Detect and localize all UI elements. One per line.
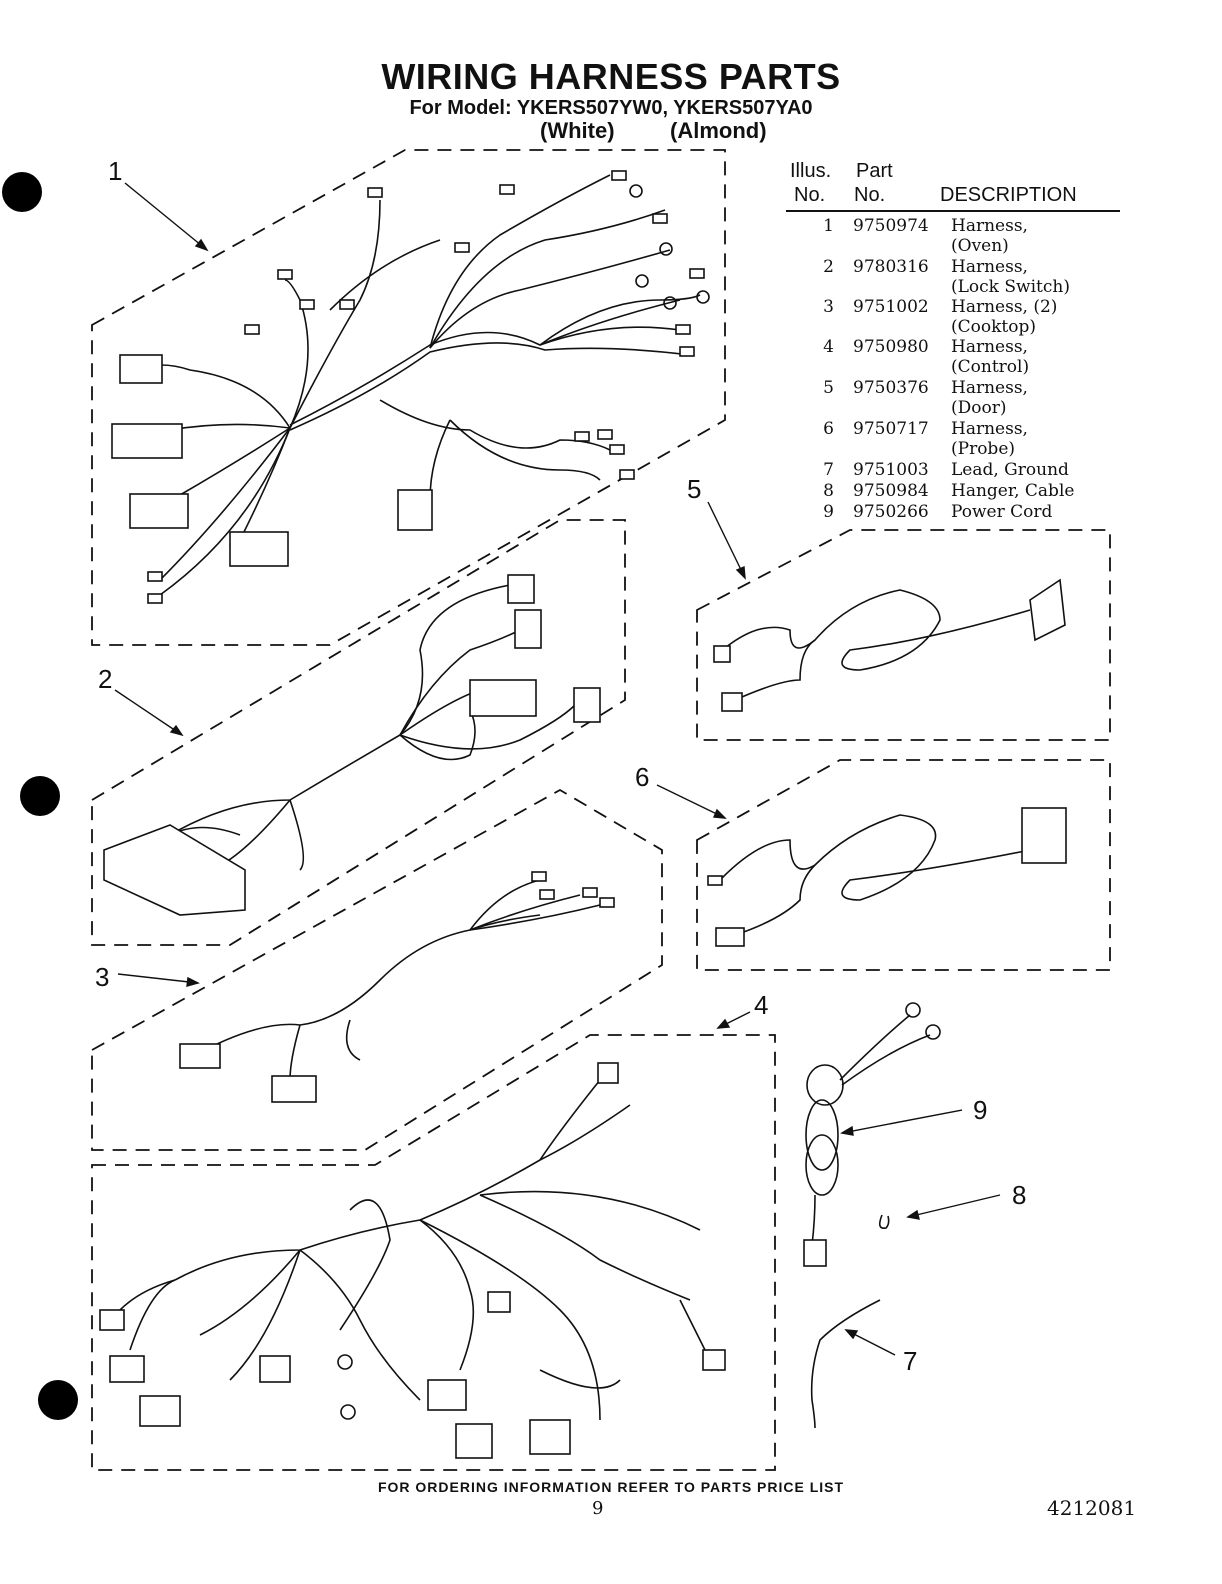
part-description: Hanger, Cable <box>951 481 1075 501</box>
part-number: 9750984 <box>853 481 929 501</box>
part-description: Harness, <box>951 419 1028 439</box>
harness-lock-switch-drawing <box>103 574 601 916</box>
part-number: 9750717 <box>853 419 929 439</box>
illus-number: 2 <box>823 257 834 277</box>
callout-leaders <box>114 182 1001 1356</box>
part-description-detail: (Control) <box>951 357 1030 377</box>
illus-number: 8 <box>823 481 834 501</box>
part-description-detail: (Probe) <box>951 439 1016 459</box>
callout-3: 3 <box>95 962 110 992</box>
part-number: 9751002 <box>853 297 929 317</box>
illus-number: 3 <box>823 297 834 317</box>
callout-2: 2 <box>98 664 113 694</box>
harness-control-drawing <box>99 1062 726 1459</box>
part-number: 9751003 <box>853 460 929 480</box>
punch-hole-icon <box>20 776 60 816</box>
part-description: Harness, <box>951 378 1028 398</box>
parts-table: Illus. No. Part No. DESCRIPTION 1 975097… <box>786 160 1120 522</box>
table-row: 2 9780316 Harness, (Lock Switch) <box>786 253 1120 297</box>
callout-9: 9 <box>973 1095 988 1125</box>
harness-door-drawing <box>713 578 1066 712</box>
callout-4: 4 <box>754 990 769 1020</box>
cable-hanger-drawing <box>878 1214 890 1230</box>
part-description: Power Cord <box>951 502 1053 522</box>
parts-table-header: Illus. No. Part No. DESCRIPTION <box>786 160 1120 212</box>
harness-cooktop-drawing <box>179 871 615 1103</box>
table-row: 7 9751003 Lead, Ground <box>786 456 1120 480</box>
group-outlines <box>91 149 1111 1471</box>
part-number: 9750376 <box>853 378 929 398</box>
table-row: 9 9750266 Power Cord <box>786 498 1120 522</box>
part-description: Harness, <box>951 337 1028 357</box>
model-subtitle: For Model: YKERS507YW0, YKERS507YA0 <box>409 97 813 119</box>
harness-oven-drawing <box>111 170 710 604</box>
col-description-label: DESCRIPTION <box>940 184 1077 206</box>
illus-number: 7 <box>823 460 834 480</box>
table-row: 4 9750980 Harness, (Control) <box>786 333 1120 377</box>
illus-number: 1 <box>823 216 834 236</box>
illus-number: 4 <box>823 337 834 357</box>
callout-7: 7 <box>903 1346 918 1376</box>
table-row: 5 9750376 Harness, (Door) <box>786 374 1120 418</box>
col-illus-no-label: No. <box>794 184 826 206</box>
color-almond-label: (Almond) <box>670 118 767 143</box>
part-number: 9750266 <box>853 502 929 522</box>
col-part-label: Part <box>856 160 893 182</box>
col-illus-label: Illus. <box>790 160 832 182</box>
table-row: 1 9750974 Harness, (Oven) <box>786 212 1120 256</box>
part-number: 9750974 <box>853 216 929 236</box>
punch-hole-icon <box>2 172 42 212</box>
ring-terminal-icon <box>905 1002 941 1040</box>
part-number: 9780316 <box>853 257 929 277</box>
part-description-detail: (Door) <box>951 398 1007 418</box>
power-cord-drawing <box>803 1002 941 1267</box>
callout-1: 1 <box>108 156 123 186</box>
ring-terminal-icon <box>629 184 710 310</box>
part-description: Lead, Ground <box>951 460 1069 480</box>
part-description: Harness, <box>951 216 1028 236</box>
spade-terminal-icon <box>531 871 615 908</box>
illus-number: 9 <box>823 502 834 522</box>
part-number: 9750980 <box>853 337 929 357</box>
callout-5: 5 <box>687 474 702 504</box>
table-row: 3 9751002 Harness, (2) (Cooktop) <box>786 293 1120 337</box>
callout-6: 6 <box>635 762 650 792</box>
punch-hole-icon <box>38 1380 78 1420</box>
col-part-no-label: No. <box>854 184 886 206</box>
part-description-detail: (Oven) <box>951 236 1009 256</box>
page-title: WIRING HARNESS PARTS <box>381 56 841 97</box>
table-row: 6 9750717 Harness, (Probe) <box>786 415 1120 459</box>
part-description: Harness, <box>951 257 1028 277</box>
illus-number: 5 <box>823 378 834 398</box>
part-description: Harness, (2) <box>951 297 1058 317</box>
part-description-detail: (Lock Switch) <box>951 277 1070 297</box>
ring-terminal-icon <box>337 1354 356 1420</box>
page-number: 9 <box>592 1498 604 1519</box>
illus-number: 6 <box>823 419 834 439</box>
color-white-label: (White) <box>540 118 615 143</box>
ground-lead-drawing <box>810 1299 881 1429</box>
spade-terminal-icon <box>147 170 705 604</box>
harness-probe-drawing <box>707 807 1067 947</box>
ordering-info-footer: FOR ORDERING INFORMATION REFER TO PARTS … <box>377 1479 845 1495</box>
table-row: 8 9750984 Hanger, Cable <box>786 477 1120 501</box>
callout-8: 8 <box>1012 1180 1027 1210</box>
document-number: 4212081 <box>1047 1496 1137 1520</box>
part-description-detail: (Cooktop) <box>951 317 1036 337</box>
